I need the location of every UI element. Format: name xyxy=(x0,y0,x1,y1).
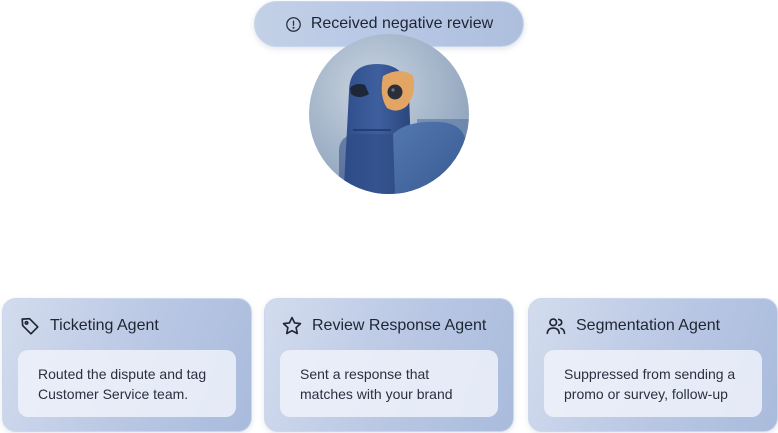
agent-card-header: Ticketing Agent xyxy=(19,315,159,337)
agent-card-header: Review Response Agent xyxy=(281,315,486,337)
agent-card-segmentation[interactable]: Segmentation Agent Suppressed from sendi… xyxy=(528,298,778,432)
star-icon xyxy=(282,316,302,335)
agent-description-line: matches with your brand xyxy=(300,386,453,402)
mascot-avatar xyxy=(309,34,469,194)
bird-mascot-avatar xyxy=(339,64,469,194)
agent-description: Sent a response that matches with your b… xyxy=(280,350,498,417)
agent-title: Ticketing Agent xyxy=(50,317,159,334)
agent-description-line: Routed the dispute and tag xyxy=(38,366,207,382)
tag-icon xyxy=(21,317,39,335)
users-icon xyxy=(546,318,566,335)
agent-card-ticketing[interactable]: Ticketing Agent Routed the dispute and t… xyxy=(2,298,252,432)
agent-description-line: promo or survey, follow-up xyxy=(564,386,728,402)
agent-description: Routed the dispute and tag Customer Serv… xyxy=(18,350,236,417)
agent-title: Review Response Agent xyxy=(312,317,487,334)
agent-description: Suppressed from sending a promo or surve… xyxy=(544,350,762,417)
alert-circle-icon xyxy=(285,16,301,32)
agent-description-line: Customer Service team. xyxy=(38,386,189,402)
agent-card-header: Segmentation Agent xyxy=(545,315,720,337)
agent-description-line: Suppressed from sending a xyxy=(564,366,736,382)
agent-title: Segmentation Agent xyxy=(576,317,721,334)
agent-description-line: Sent a response that xyxy=(300,366,430,382)
event-label: Received negative review xyxy=(310,15,494,32)
agent-card-review-response[interactable]: Review Response Agent Sent a response th… xyxy=(264,298,514,432)
